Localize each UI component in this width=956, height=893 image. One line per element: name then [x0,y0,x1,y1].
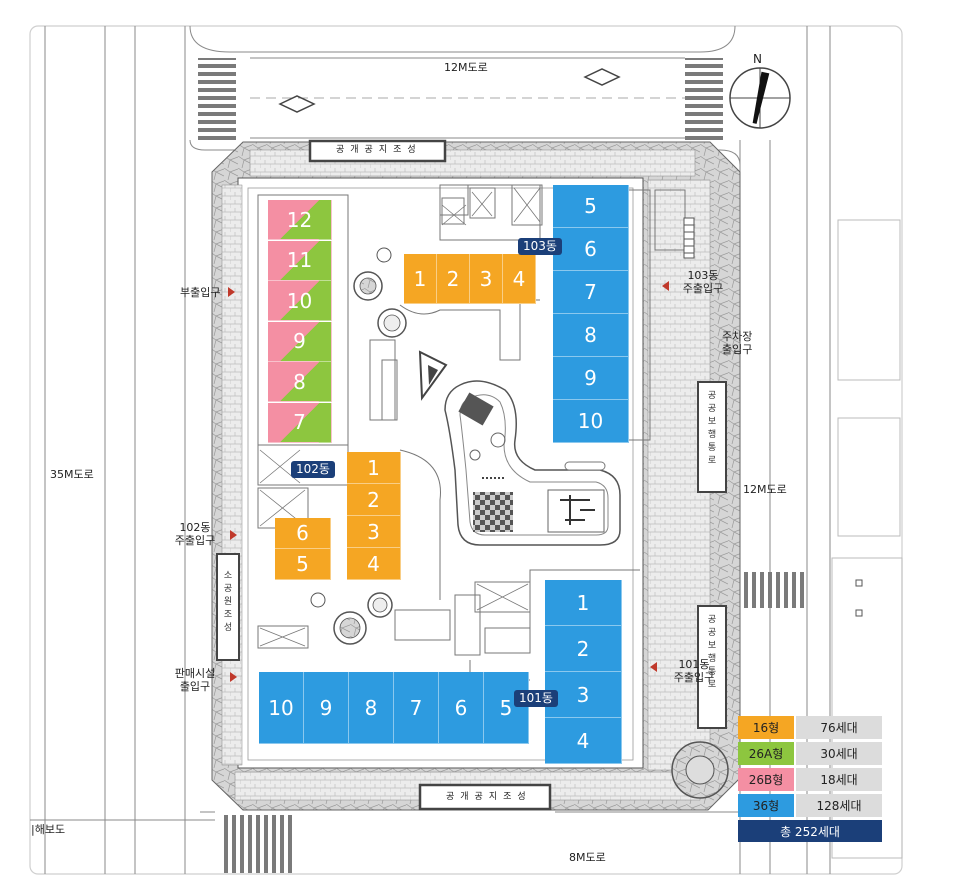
unit-101-36-10[interactable]: 10 [259,672,304,744]
compass [729,67,791,129]
b102-entrance-label: 102동 주출입구 [165,521,225,547]
b103-entrance-line1: 103동 [687,269,719,282]
b101-entrance-label: 101동 주출입구 [664,658,724,684]
unit-101-36-2[interactable]: 2 [545,626,622,672]
unit-102-26-8[interactable]: 8 [268,362,332,402]
playground-checker [473,492,513,532]
sub-entrance-arrow-icon [228,287,235,297]
unit-103-36-9[interactable]: 9 [553,357,629,400]
b102-entrance-line2: 주출입구 [174,534,216,547]
small-park-sign: 소공원조성 [223,571,233,633]
unit-102-16-2[interactable]: 2 [347,484,401,516]
b103-entrance-arrow-icon [662,281,669,291]
unit-103-36-5[interactable]: 5 [553,185,629,228]
public-space-sign-top: 공개공지조성 [336,145,422,155]
unit-101-36-3[interactable]: 3 [545,672,622,718]
unit-102-16-6[interactable]: 6 [275,518,331,549]
crosswalk-top-left [198,58,236,140]
parking-entrance-label: 주차장 출입구 [722,330,752,356]
unit-103-36-10[interactable]: 10 [553,400,629,443]
b102-entrance-arrow-icon [230,530,237,540]
crosswalk-top-right [685,58,723,140]
legend-type: 36형 [738,794,794,817]
unit-103-36-6[interactable]: 6 [553,228,629,271]
b101-entrance-line2: 주출입구 [673,671,715,684]
b103-entrance-line2: 주출입구 [682,282,724,295]
legend-count: 128세대 [796,794,882,817]
road-left-label: 35M도로 [50,468,94,481]
unit-102-26-10[interactable]: 10 [268,281,332,321]
road-bottom-label: 8M도로 [569,851,606,864]
b101-entrance-arrow-icon [650,662,657,672]
compass-north-label: N [753,52,762,66]
unit-102-26-9[interactable]: 9 [268,321,332,362]
crosswalk-right [730,572,805,608]
retail-entrance-line1: 판매시설 [174,667,216,680]
unit-102-16-1[interactable]: 1 [347,452,401,484]
legend-type: 26B형 [738,768,794,791]
sub-entrance-label: 부출입구 [180,286,221,299]
legend-type: 26A형 [738,742,794,765]
unit-103-36-8[interactable]: 8 [553,314,629,357]
unit-102-26-12[interactable]: 12 [268,200,332,240]
legend-count: 76세대 [796,716,882,739]
retail-entrance-line2: 출입구 [179,680,211,693]
parking-entrance-line1: 주차장 [722,330,753,343]
road-top-label: 12M도로 [444,61,488,74]
legend-total: 총 252세대 [738,820,882,842]
legend-type: 16형 [738,716,794,739]
crosswalk-bottom [220,815,295,873]
unit-101-36-9[interactable]: 9 [304,672,349,744]
unit-102-26-11[interactable]: 11 [268,240,332,281]
unit-103-16-2[interactable]: 2 [437,254,470,304]
unit-101-36-7[interactable]: 7 [394,672,439,744]
unit-103-36-7[interactable]: 7 [553,271,629,314]
b101-entrance-line1: 101동 [678,658,710,671]
retail-entrance-arrow-icon [230,672,237,682]
unit-101-36-6[interactable]: 6 [439,672,484,744]
legend-count: 18세대 [796,768,882,791]
unit-102-16-3[interactable]: 3 [347,516,401,548]
retail-entrance-label: 판매시설 출입구 [165,667,225,693]
building-102-tag[interactable]: 102동 [291,461,335,478]
building-103-tag[interactable]: 103동 [518,238,562,255]
public-space-sign-bottom: 공개공지조성 [446,792,532,802]
unit-103-16-1[interactable]: 1 [404,254,437,304]
unit-102-16-5[interactable]: 5 [275,549,331,580]
unit-103-16-3[interactable]: 3 [470,254,503,304]
building-101-tag[interactable]: 101동 [514,690,558,707]
unit-102-26-7[interactable]: 7 [268,402,332,443]
parking-entrance-line2: 출입구 [722,343,753,356]
legend-count: 30세대 [796,742,882,765]
road-right-label: 12M도로 [743,483,787,496]
road-bottom-left-label: |해보도 [31,823,66,836]
unit-101-36-1[interactable]: 1 [545,580,622,626]
unit-103-16-4[interactable]: 4 [503,254,536,304]
unit-101-36-5[interactable]: 5 [484,672,529,744]
b103-entrance-label: 103동 주출입구 [673,269,733,295]
unit-101-36-8[interactable]: 8 [349,672,394,744]
b102-entrance-line1: 102동 [179,521,211,534]
public-walkway-sign-bottom: 공공보행통로 [707,615,717,690]
public-walkway-sign-top: 공공보행통로 [707,391,717,466]
unit-102-16-4[interactable]: 4 [347,548,401,580]
unit-101-36-4[interactable]: 4 [545,718,622,764]
